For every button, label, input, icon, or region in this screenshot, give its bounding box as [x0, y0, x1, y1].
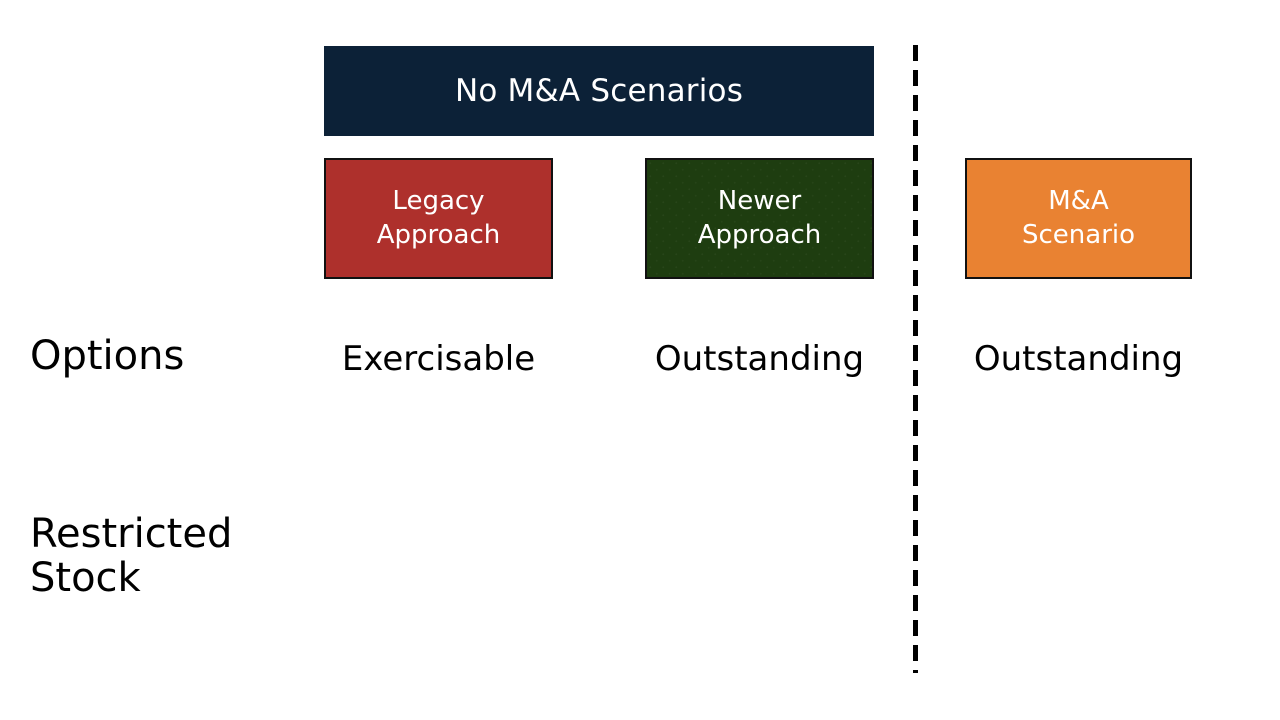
cell-options-legacy: Exercisable	[341, 339, 536, 379]
column-header-newer-approach-label: Newer Approach	[697, 186, 822, 250]
cell-options-newer: Outstanding	[654, 339, 865, 379]
column-header-mna-scenario[interactable]: M&A Scenario	[965, 158, 1192, 279]
column-header-mna-scenario-label: M&A Scenario	[1021, 186, 1136, 250]
row-label-options: Options	[30, 333, 185, 379]
cell-options-mna: Outstanding	[973, 339, 1184, 379]
dashed-divider	[913, 45, 918, 673]
column-header-legacy-approach-label: Legacy Approach	[376, 186, 501, 250]
row-label-restricted-stock: Restricted Stock	[30, 511, 233, 601]
column-header-newer-approach[interactable]: Newer Approach	[645, 158, 874, 279]
no-mna-banner-label: No M&A Scenarios	[454, 72, 744, 109]
no-mna-banner: No M&A Scenarios	[324, 46, 874, 136]
column-header-legacy-approach[interactable]: Legacy Approach	[324, 158, 553, 279]
